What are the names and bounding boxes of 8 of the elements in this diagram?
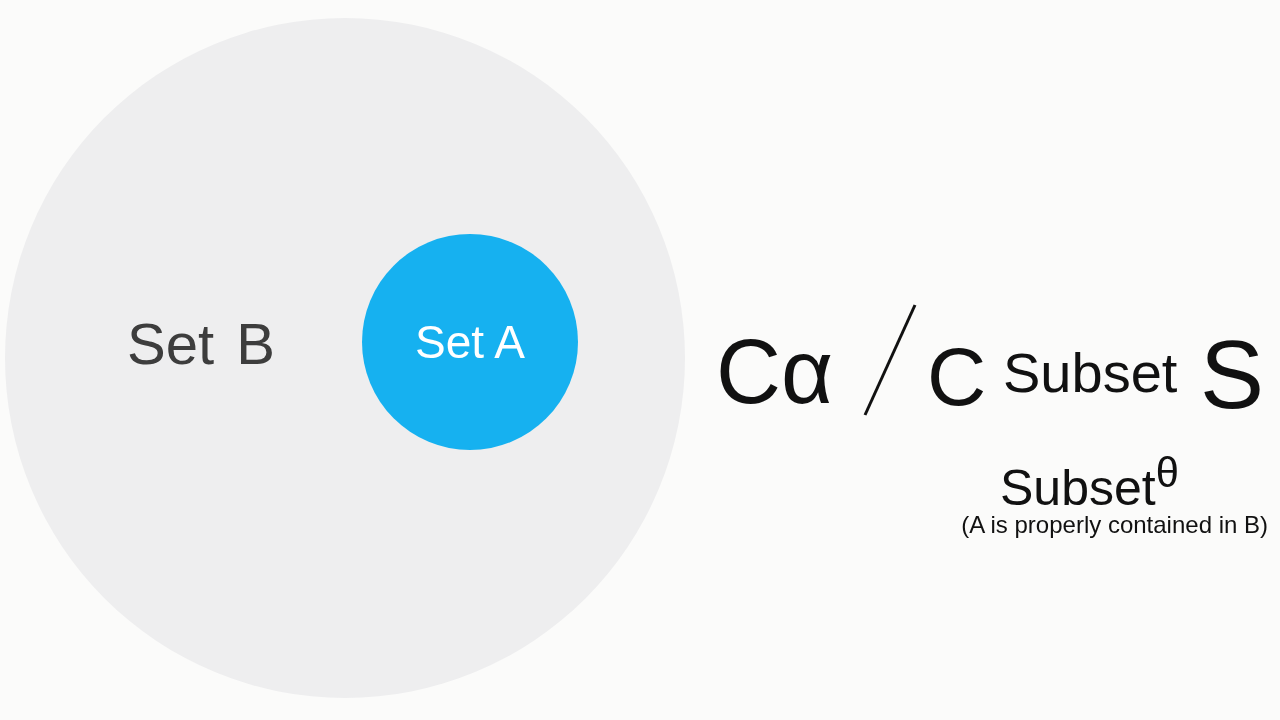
math-symbol: C <box>927 336 987 418</box>
math-symbol: Cα <box>716 327 834 417</box>
subset-heading: Subset$^{θ}$ <box>1000 452 1179 513</box>
subset-word: Subset <box>1003 345 1178 401</box>
set-label: Set B <box>127 315 275 373</box>
explanation-text: (A is properly contained in B) <box>961 513 1268 537</box>
set-label: Set A <box>415 319 525 365</box>
math-symbol: S <box>1200 327 1265 423</box>
